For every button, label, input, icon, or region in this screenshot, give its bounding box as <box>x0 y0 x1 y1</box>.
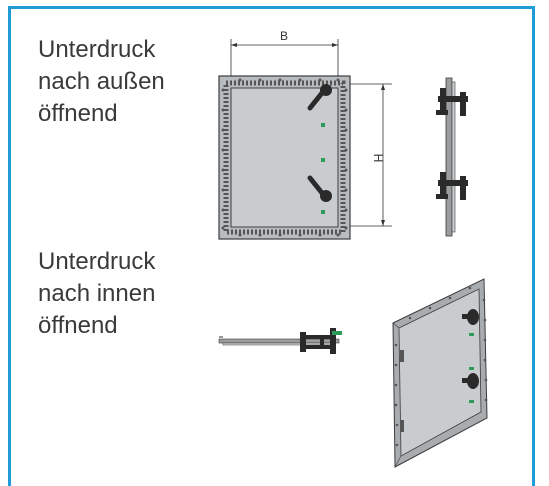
label-inward-opening: Unterdruck nach innen öffnend <box>38 246 155 342</box>
label-line: Unterdruck <box>38 36 156 63</box>
label-line: nach außen <box>38 68 165 95</box>
dimension-h-label: H <box>371 154 385 163</box>
handle-icon <box>462 309 479 336</box>
handle-icon <box>462 367 479 403</box>
perspective-view-hatch <box>392 278 488 468</box>
front-view-hatch: B H <box>218 29 392 240</box>
handle-icon <box>307 84 332 127</box>
label-line: nach innen <box>38 280 156 307</box>
handle-icon <box>307 158 332 214</box>
side-view-horizontal <box>218 328 342 354</box>
dimension-b-label: B <box>280 29 288 43</box>
label-outward-opening: Unterdruck nach außen öffnend <box>38 34 165 130</box>
label-line: öffnend <box>38 100 118 127</box>
side-view-hatch <box>436 77 468 237</box>
label-line: öffnend <box>38 312 118 339</box>
label-line: Unterdruck <box>38 248 156 275</box>
